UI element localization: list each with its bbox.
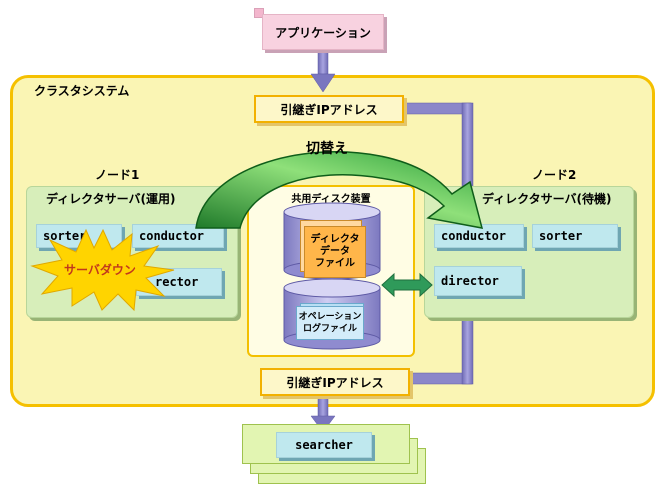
node1-director-server-label: ディレクタサーバ(運用) xyxy=(46,192,176,206)
node1-conductor-module[interactable]: conductor xyxy=(132,224,224,248)
operation-log-file: オペレーション ログファイル xyxy=(296,306,364,340)
node2-title: ノード2 xyxy=(532,168,577,182)
takeover-ip-bottom-label: 引継ぎIPアドレス xyxy=(286,375,384,390)
server-down-label: サーバダウン xyxy=(64,263,136,277)
disk-director-double-arrow xyxy=(381,272,433,298)
log-file-line2: ログファイル xyxy=(302,324,357,334)
node1-conductor-label: conductor xyxy=(139,229,205,243)
application-label: アプリケーション xyxy=(275,25,371,40)
node2-sorter-module[interactable]: sorter xyxy=(532,224,618,248)
log-file-line1: オペレーション xyxy=(298,312,362,322)
node2-sorter-label: sorter xyxy=(539,229,583,243)
node2-conductor-label: conductor xyxy=(441,229,507,243)
director-data-file: ディレクタ データ ファイル xyxy=(304,226,366,278)
takeover-ip-top-label: 引継ぎIPアドレス xyxy=(280,102,378,117)
node1-sorter-module[interactable]: sorter xyxy=(36,224,122,248)
node2-director-module[interactable]: director xyxy=(434,266,522,296)
data-file-line2: データ xyxy=(320,246,350,257)
node1-sorter-label: sorter xyxy=(43,229,87,243)
searcher-label: searcher xyxy=(295,438,353,452)
node2-director-server-label: ディレクタサーバ(待機) xyxy=(482,192,612,206)
shared-disk-title: 共用ディスク装置 xyxy=(291,194,371,205)
application-tab xyxy=(254,8,264,18)
takeover-ip-bottom[interactable]: 引継ぎIPアドレス xyxy=(260,368,410,396)
node1-director-label: rector xyxy=(155,275,199,289)
data-file-line1: ディレクタ xyxy=(310,234,360,245)
server-down-starburst xyxy=(30,228,175,312)
data-file-line3: ファイル xyxy=(315,258,355,269)
searcher-module[interactable]: searcher xyxy=(276,432,372,458)
node2-director-label: director xyxy=(441,274,499,288)
arrow-app-to-ip xyxy=(310,51,336,93)
cluster-system-title: クラスタシステム xyxy=(34,84,130,98)
application-box[interactable]: アプリケーション xyxy=(262,14,384,50)
node1-title: ノード1 xyxy=(95,168,140,182)
takeover-ip-top[interactable]: 引継ぎIPアドレス xyxy=(254,95,404,123)
switch-label: 切替え xyxy=(306,141,348,157)
